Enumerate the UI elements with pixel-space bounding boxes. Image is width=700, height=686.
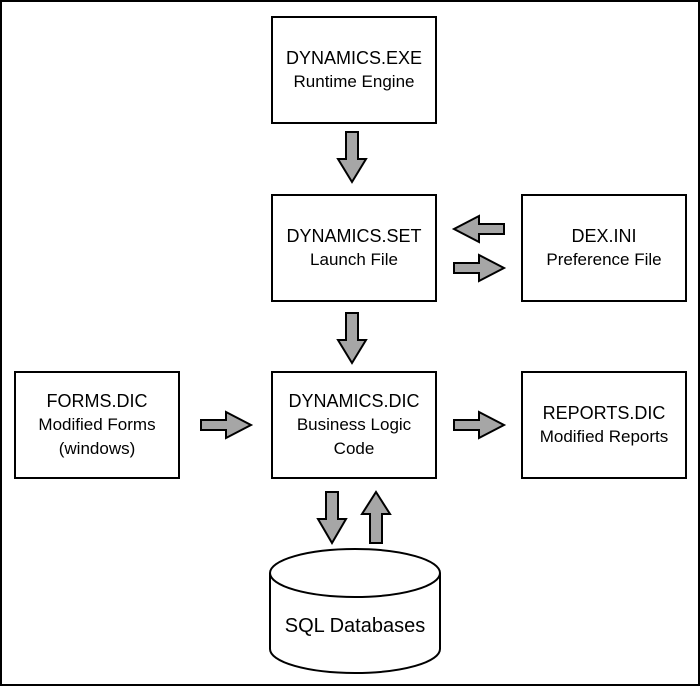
node-title: DEX.INI [571,226,637,246]
node-title: DYNAMICS.SET [286,226,422,246]
arrow-set-to-ini [453,253,507,283]
arrow-dic-to-reports [453,410,507,440]
database-label: SQL Databases [284,615,426,637]
node-subtitle: Launch File [310,250,398,269]
node-dynamics-exe: DYNAMICS.EXE Runtime Engine [271,16,437,124]
node-subtitle-line-1: Business Logic [296,415,412,434]
node-subtitle-line-1: Modified Forms [38,415,156,434]
node-subtitle: Modified Reports [539,427,669,446]
database-cylinder [269,548,441,674]
database-cylinder-body [269,573,441,674]
database-cylinder-top [269,548,441,598]
arrow-dic-to-db [316,491,348,545]
arrow-exe-to-set [336,131,368,184]
node-title: DYNAMICS.EXE [285,48,423,68]
node-subtitle-line-2: (windows) [58,439,136,458]
node-subtitle-line-2: Code [333,439,375,458]
node-forms-dic: FORMS.DIC Modified Forms (windows) [14,371,180,479]
node-title: DYNAMICS.DIC [288,391,420,411]
node-subtitle: Preference File [546,250,662,269]
node-dynamics-dic: DYNAMICS.DIC Business Logic Code [271,371,437,479]
arrow-db-to-dic [360,490,392,544]
arrow-ini-to-set [451,214,505,244]
arrow-set-to-dic [336,312,368,365]
arrow-forms-to-dic [200,410,254,440]
node-reports-dic: REPORTS.DIC Modified Reports [521,371,687,479]
node-dynamics-set: DYNAMICS.SET Launch File [271,194,437,302]
node-title: FORMS.DIC [46,391,148,411]
node-title: REPORTS.DIC [542,403,666,423]
node-subtitle: Runtime Engine [293,72,415,91]
node-dex-ini: DEX.INI Preference File [521,194,687,302]
